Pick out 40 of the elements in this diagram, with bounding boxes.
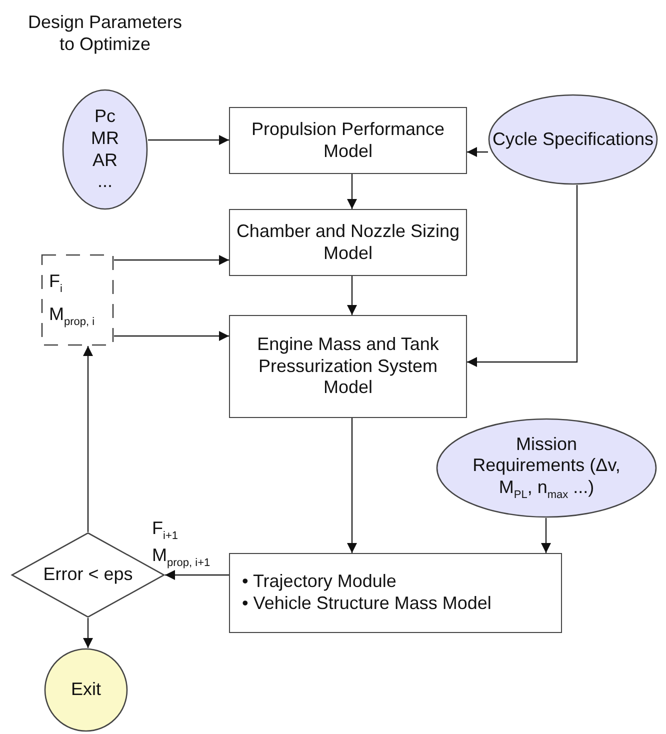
arrow [83, 618, 93, 648]
node-text: Engine Mass and Tank Pressurization System Model [256, 334, 440, 399]
arrow [347, 174, 357, 209]
node-text: AR [92, 150, 118, 172]
arrow [114, 255, 229, 265]
decision-diamond [11, 532, 165, 618]
node-text: Chamber and Nozzle Sizing Model [235, 220, 461, 264]
node-text: Exit [70, 679, 101, 701]
input-ellipse [436, 418, 657, 518]
input-ellipse [488, 94, 658, 185]
node-text: M$_{prop, i}$ [49, 304, 95, 330]
node-text: Cycle Specifications [492, 128, 654, 150]
heading-text: Design Parameters to Optimize [26, 12, 184, 56]
node-text: • Trajectory Module [242, 571, 396, 593]
node-text: F$_{i}$ [49, 270, 62, 296]
exit-circle [44, 648, 128, 732]
node-text: Propulsion Performance Model [250, 118, 446, 162]
process-box [229, 315, 467, 418]
arrow [114, 331, 229, 341]
process-box [229, 553, 562, 633]
dashed-box [41, 254, 114, 346]
arrow [347, 276, 357, 315]
arrow [541, 518, 551, 553]
arrow [467, 147, 488, 157]
node-text: • Vehicle Structure Mass Model [242, 593, 492, 615]
node-text: Error < eps [43, 564, 133, 586]
arrow [347, 418, 357, 553]
node-text: Pc [94, 106, 116, 128]
variable-label: F$_{i+1}$ [152, 518, 178, 542]
arrow [165, 570, 229, 580]
node-text: Mission Requirements (Δv, M$_{PL}$, n$_{max}$ ...) [472, 434, 622, 502]
arrow [467, 185, 578, 367]
arrow [83, 346, 93, 532]
arrow [148, 135, 229, 145]
node-text: ... [97, 171, 112, 193]
process-box [229, 209, 467, 276]
node-text: MR [91, 128, 119, 150]
parameter-ellipse [62, 89, 148, 210]
variable-label: M$_{prop, i+1}$ [152, 545, 210, 569]
process-box [229, 107, 467, 174]
